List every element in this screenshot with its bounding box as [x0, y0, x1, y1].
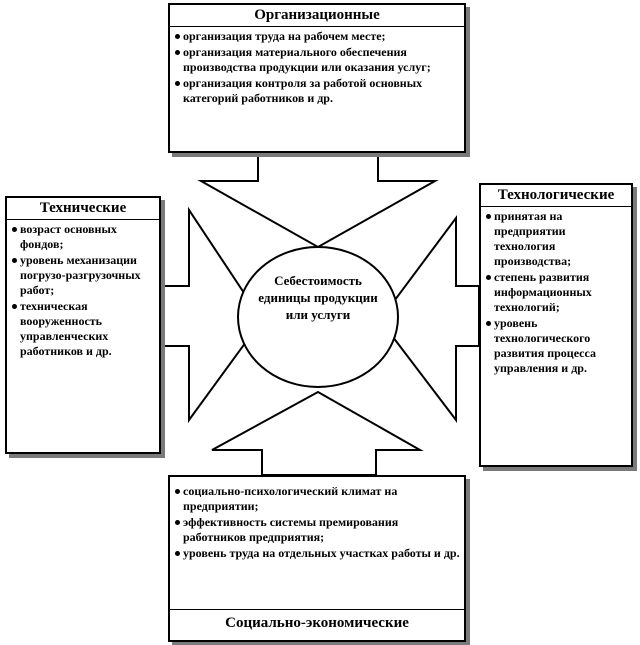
- list-item: организация контроля за работой основных…: [174, 76, 460, 106]
- box-title: Технологические: [497, 187, 615, 203]
- list-item: возраст основных фондов;: [11, 222, 155, 252]
- center-circle: [237, 246, 399, 388]
- title-divider: [170, 26, 464, 27]
- organizational-factors-box: Организационные организация труда на раб…: [168, 3, 466, 153]
- list-item: уровень механизации погрузо-разгрузочных…: [11, 253, 155, 298]
- list-item: организация материального обеспечения пр…: [174, 45, 460, 75]
- title-divider: [7, 219, 159, 220]
- factor-list: социально-психологический климат на пред…: [170, 477, 464, 609]
- arrow-bottom: [211, 390, 424, 476]
- list-item: уровень труда на отдельных участках рабо…: [174, 546, 460, 561]
- socio-economic-factors-box: социально-психологический климат на пред…: [168, 475, 466, 642]
- list-item: техническая вооруженность управленческих…: [11, 299, 155, 359]
- box-title: Технические: [39, 200, 127, 216]
- factor-list: организация труда на рабочем месте; орга…: [170, 27, 464, 109]
- title-divider: [481, 206, 631, 207]
- technical-factors-box: Технические возраст основных фондов; уро…: [5, 196, 161, 454]
- list-item: степень развития информационных технолог…: [485, 270, 627, 315]
- technological-factors-box: Технологические принятая на предприятии …: [479, 183, 633, 467]
- arrow-top: [197, 152, 439, 249]
- box-title: Организационные: [254, 7, 380, 23]
- factor-list: возраст основных фондов; уровень механиз…: [7, 220, 159, 362]
- list-item: принятая на предприятии технология произ…: [485, 209, 627, 269]
- list-item: эффективность системы премирования работ…: [174, 515, 460, 545]
- factor-list: принятая на предприятии технология произ…: [481, 207, 631, 379]
- list-item: социально-психологический климат на пред…: [174, 484, 460, 514]
- center-label: Себестоимость единицы продукции или услу…: [258, 273, 378, 322]
- list-item: уровень технологического развития процес…: [485, 316, 627, 376]
- arrow-left: [160, 206, 264, 424]
- list-item: организация труда на рабочем месте;: [174, 29, 460, 44]
- arrow-right: [378, 214, 480, 423]
- box-title: Социально-экономические: [170, 609, 464, 636]
